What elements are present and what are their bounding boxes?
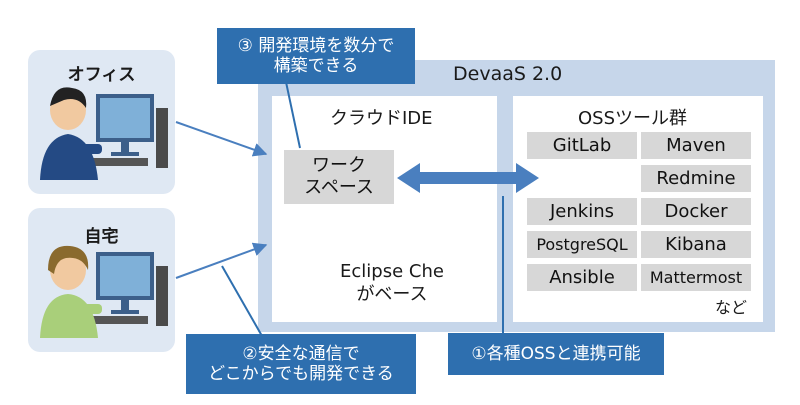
tools-etc-label: など [715, 298, 748, 317]
devaas-title: DevaaS 2.0 [453, 63, 563, 85]
office-client-box: オフィス [28, 50, 175, 194]
tool-postgresql: PostgreSQL [527, 231, 637, 258]
tool-kibana: Kibana [641, 231, 751, 258]
cloud-ide-panel [272, 96, 497, 322]
callout-secure-anywhere: ②安全な通信で どこからでも開発できる [186, 334, 416, 394]
tool-jenkins: Jenkins [527, 198, 637, 225]
oss-tools-title: OSSツール群 [578, 108, 688, 129]
home-client-box: 自宅 [28, 208, 175, 352]
home-label: 自宅 [84, 227, 119, 247]
tool-redmine: Redmine [641, 165, 751, 192]
callout3-pointer [285, 81, 301, 149]
office-to-ide-arrow [175, 121, 268, 157]
tool-mattermost: Mattermost [641, 264, 751, 291]
tool-maven: Maven [641, 132, 751, 159]
tool-gitlab: GitLab [527, 132, 637, 159]
callout-oss-integration: ①各種OSSと連携可能 [448, 333, 664, 375]
eclipse-che-base-label: Eclipse Che がベース [340, 261, 444, 306]
callout2-pointer [221, 265, 263, 337]
workspace-box: ワーク スペース [284, 150, 394, 204]
callout-workspace-minutes: ③ 開発環境を数分で 構築できる [217, 28, 415, 84]
office-label: オフィス [67, 65, 136, 85]
home-worker-illustration [40, 245, 168, 338]
tool-docker: Docker [641, 198, 751, 225]
tool-ansible: Ansible [527, 264, 637, 291]
office-worker-illustration [40, 87, 168, 180]
cloud-ide-title: クラウドIDE [330, 108, 433, 129]
workspace-oss-double-arrow [397, 163, 539, 193]
home-to-ide-arrow [175, 242, 268, 279]
